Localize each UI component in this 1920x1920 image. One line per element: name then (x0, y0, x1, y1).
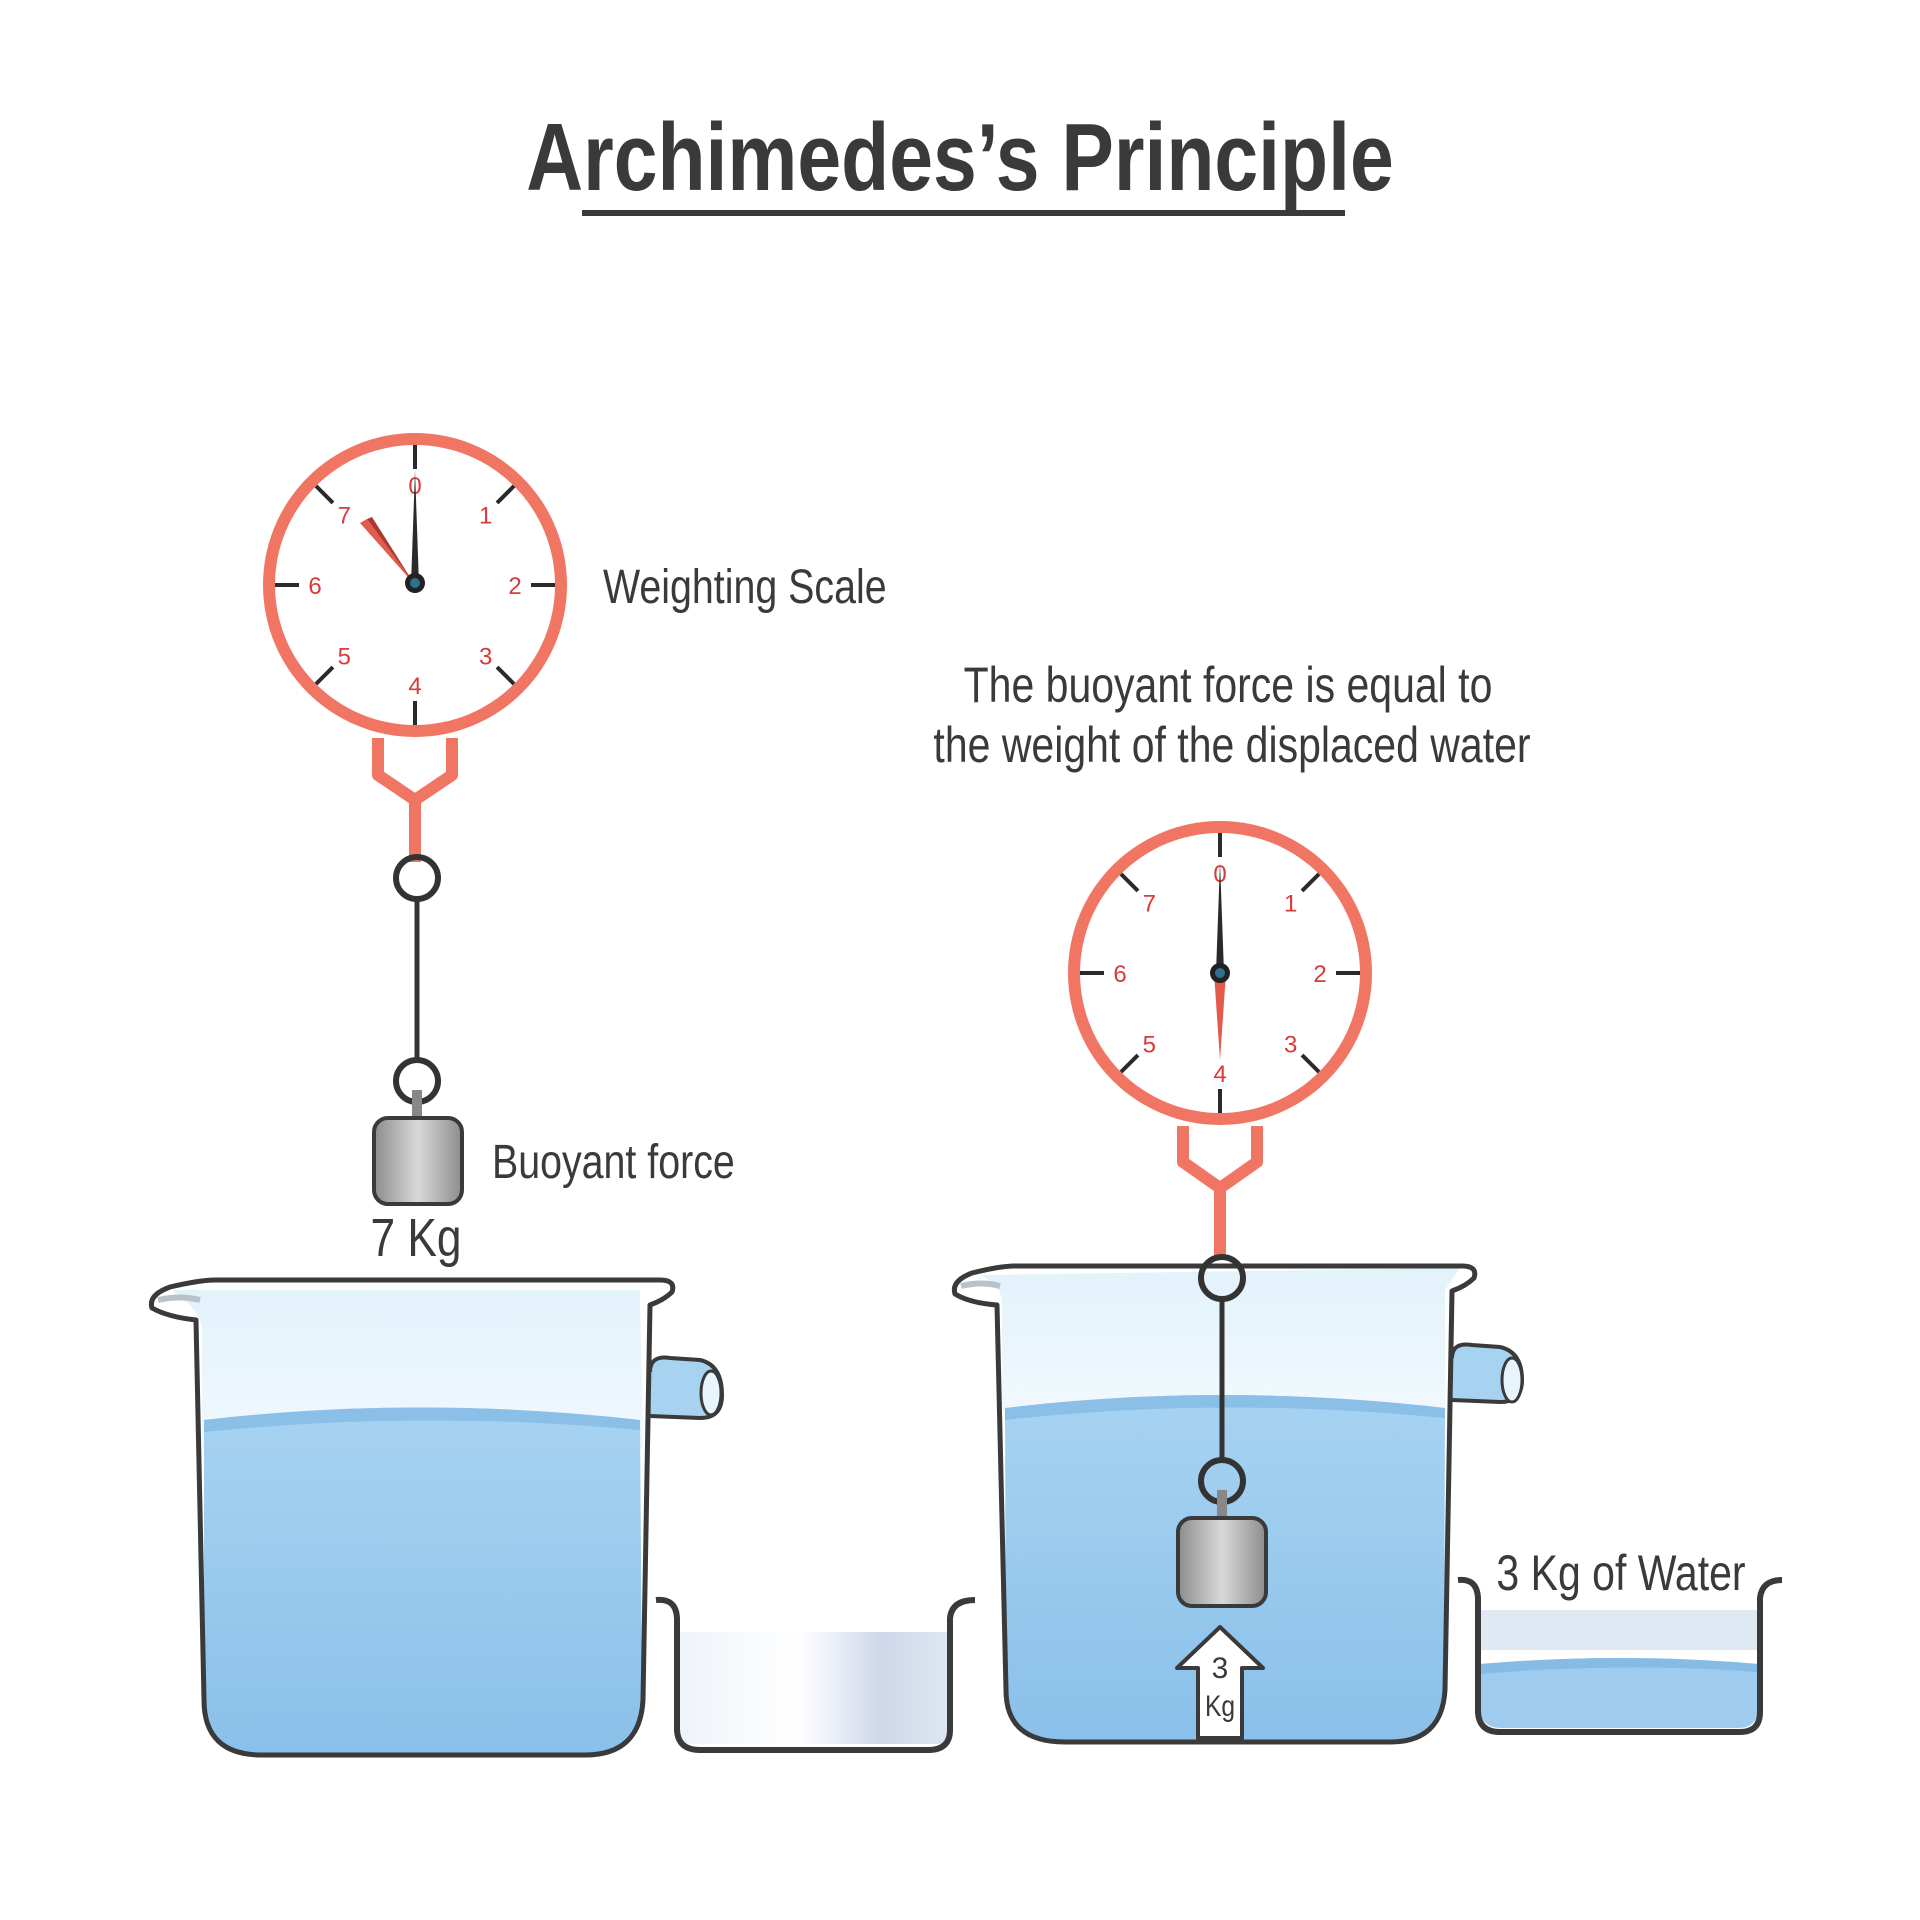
left-dial-number: 4 (408, 673, 421, 700)
left-dial-tick (314, 665, 335, 686)
left-dial-number: 7 (338, 502, 351, 529)
right-dial-number: 6 (1113, 961, 1126, 988)
left-dial-number: 2 (508, 573, 521, 600)
right-dial-number: 3 (1284, 1032, 1297, 1059)
left-scale-ticks (275, 445, 555, 725)
label-weighting-scale: Weighting Scale (603, 560, 887, 614)
left-catch-pan (655, 1596, 976, 1753)
displaced-water (1480, 1658, 1758, 1728)
right-dial-number: 5 (1143, 1032, 1156, 1059)
left-scale-pivot-center (410, 578, 420, 588)
right-chain (1198, 1254, 1246, 1518)
label-buoyant-force: Buoyant force (492, 1135, 735, 1189)
left-scale-hook (372, 738, 458, 806)
right-scale-hand-red (1214, 973, 1226, 1060)
right-scale-hand-dark (1216, 862, 1224, 973)
right-weighing-scale: 01234567 (1068, 821, 1372, 1256)
label-displaced-water: 3 Kg of Water (1496, 1545, 1745, 1601)
left-scale-hand-red (360, 519, 415, 585)
right-dial-number: 7 (1143, 890, 1156, 917)
arrow-label-unit: Kg (1205, 1689, 1235, 1723)
right-dial-tick (1300, 1053, 1321, 1074)
right-dial-number: 1 (1284, 890, 1297, 917)
right-dial-number: 4 (1213, 1061, 1226, 1088)
label-weight-7kg: 7 Kg (370, 1208, 461, 1268)
left-dial-number: 6 (308, 573, 321, 600)
right-weight-submerged (1176, 1516, 1268, 1608)
buoyant-force-arrow: 3 Kg (1175, 1625, 1265, 1740)
right-scale-pivot-center (1215, 968, 1225, 978)
left-weighing-scale: 01234567 (263, 433, 567, 862)
left-beaker (148, 1277, 725, 1758)
right-dial-number: 2 (1313, 961, 1326, 988)
left-dial-tick (314, 484, 335, 505)
right-scale-hook (1177, 1126, 1263, 1194)
left-dial-number: 3 (479, 644, 492, 671)
arrow-label-number: 3 (1212, 1652, 1229, 1685)
left-dial-tick (495, 665, 516, 686)
right-scale-ticks (1080, 833, 1360, 1113)
left-dial-tick (495, 484, 516, 505)
right-dial-tick (1119, 872, 1140, 893)
left-dial-number: 1 (479, 502, 492, 529)
right-dial-tick (1119, 1053, 1140, 1074)
left-scale-hand-red-shadow (367, 517, 415, 585)
left-chain (393, 854, 441, 1120)
left-weight (372, 1116, 464, 1206)
left-dial-number: 5 (338, 644, 351, 671)
left-scale-hand-dark (411, 470, 419, 585)
page-title: Archimedes’s Principle (526, 104, 1394, 211)
statement-line-1: The buoyant force is equal to (964, 657, 1493, 713)
right-catch-pan (1457, 1576, 1783, 1735)
statement-line-2: the weight of the displaced water (933, 717, 1530, 773)
right-dial-tick (1300, 872, 1321, 893)
left-beaker-water (204, 1407, 642, 1755)
